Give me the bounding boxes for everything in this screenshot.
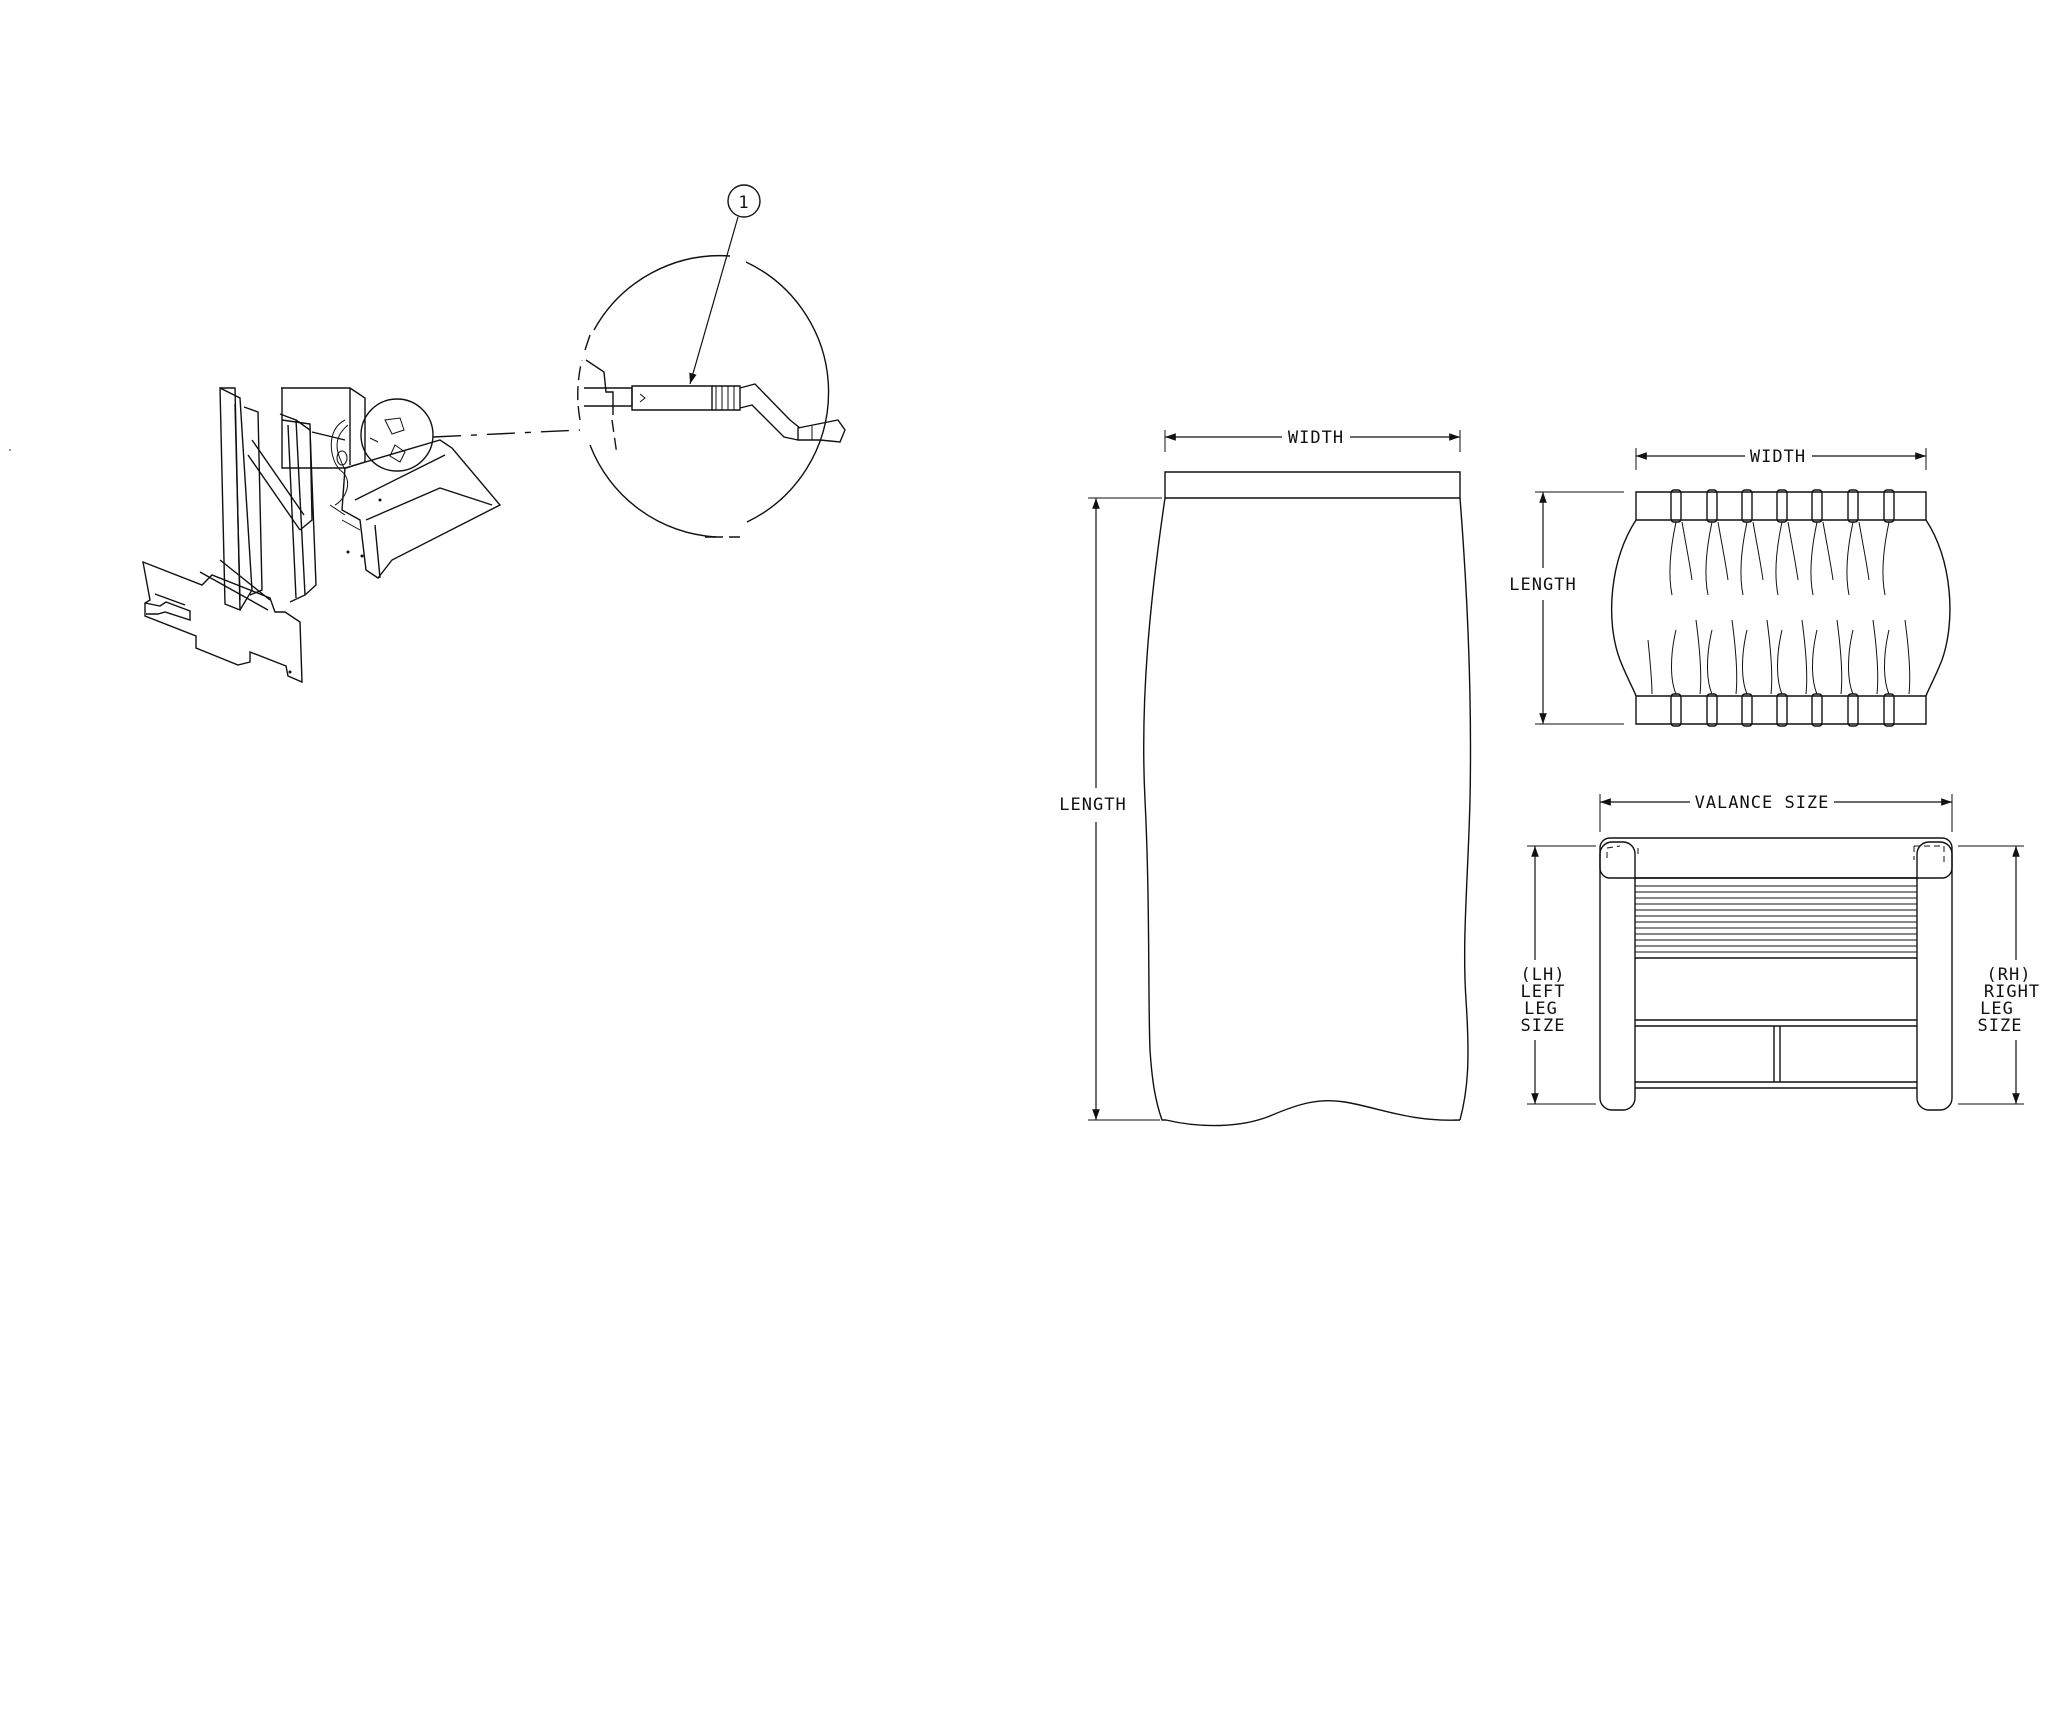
right-leg-label-4: SIZE xyxy=(1978,1016,2023,1036)
seat-frame-isometric xyxy=(143,388,500,682)
left-leg-label-4: SIZE xyxy=(1521,1016,1566,1036)
left-leg xyxy=(1600,842,1635,1110)
valance-drawing: WIDTH LENGTH xyxy=(1509,447,1950,726)
callout-leader xyxy=(690,217,738,384)
skirt-header-band xyxy=(1165,472,1460,498)
skirt-hem xyxy=(1166,1101,1460,1126)
valance-width-label: WIDTH xyxy=(1750,447,1806,467)
right-leg xyxy=(1917,842,1952,1110)
valance-left-bulge xyxy=(1612,520,1636,696)
skirt-length-label: LENGTH xyxy=(1059,795,1126,815)
valance-size-label: VALANCE SIZE xyxy=(1695,793,1830,813)
seat-front-view: VALANCE SIZE (LH) LEFT LEG SIZE (RH) RIG… xyxy=(1521,793,2041,1110)
valance-length-label: LENGTH xyxy=(1509,575,1576,595)
seat-top-rail xyxy=(1600,838,1952,878)
valance-top-band xyxy=(1636,492,1926,520)
detail-enlargement xyxy=(578,256,845,537)
valance-right-bulge xyxy=(1926,520,1950,696)
callout-number: 1 xyxy=(738,193,749,213)
skirt-panel-drawing: WIDTH LENGTH xyxy=(1059,428,1470,1126)
skirt-right-edge xyxy=(1460,498,1471,1120)
callout-balloon: 1 xyxy=(690,185,760,384)
skirt-width-label: WIDTH xyxy=(1288,428,1344,448)
skirt-left-edge xyxy=(1144,498,1166,1120)
detail-leader-line xyxy=(433,430,580,437)
valance-bottom-band xyxy=(1636,696,1926,724)
